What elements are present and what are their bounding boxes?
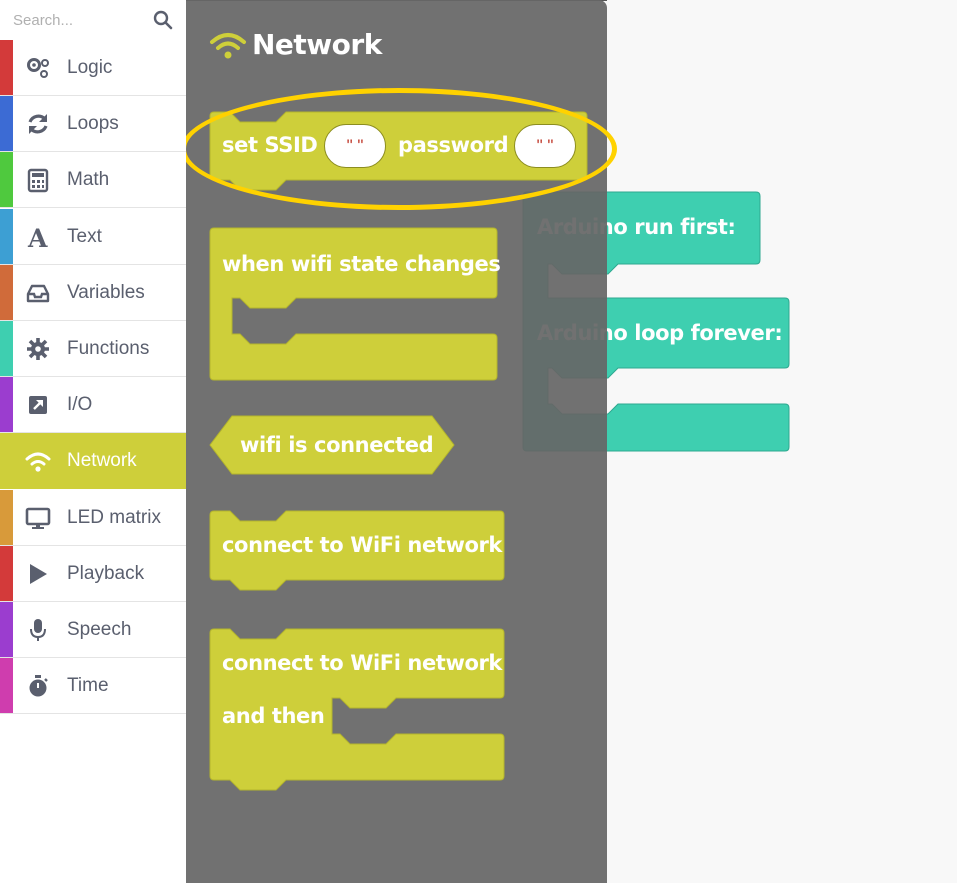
- and-then-label: and then: [222, 704, 325, 728]
- category-label: Math: [67, 169, 110, 191]
- category-color-bar: [0, 433, 13, 489]
- category-color-bar: [0, 264, 13, 320]
- calculator-icon: [27, 169, 49, 193]
- category-network[interactable]: Network: [0, 433, 186, 490]
- category-color-bar: [0, 545, 13, 601]
- inbox-icon: [26, 284, 50, 302]
- category-label: Text: [67, 225, 102, 247]
- wifi-is-connected-label: wifi is connected: [240, 433, 434, 457]
- connect-to-wifi-label: connect to WiFi network: [222, 533, 502, 557]
- svg-text:A: A: [27, 224, 48, 250]
- connect-to-wifi-block[interactable]: [209, 510, 505, 591]
- category-color-bar: [0, 602, 13, 657]
- category-speech[interactable]: Speech: [0, 602, 186, 658]
- connect-to-wifi-then-label: connect to WiFi network: [222, 651, 502, 675]
- category-variables[interactable]: Variables: [0, 264, 186, 321]
- category-label: Playback: [67, 562, 145, 584]
- wifi-icon: [210, 33, 246, 59]
- category-i-o[interactable]: I/O: [0, 377, 186, 434]
- highlight-ellipse: [181, 88, 617, 210]
- category-loops[interactable]: Loops: [0, 96, 186, 153]
- gears-icon: [27, 58, 49, 78]
- wifi-icon: [25, 452, 51, 472]
- category-math[interactable]: Math: [0, 152, 186, 209]
- category-functions[interactable]: Functions: [0, 321, 186, 377]
- category-playback[interactable]: Playback: [0, 545, 186, 602]
- microphone-icon: [30, 619, 46, 641]
- search-icon[interactable]: [153, 10, 173, 30]
- category-label: Variables: [67, 281, 145, 303]
- category-label: Functions: [67, 338, 150, 359]
- monitor-icon: [25, 507, 51, 529]
- category-label: Network: [67, 450, 137, 472]
- category-label: Loops: [67, 113, 119, 135]
- stopwatch-icon: [29, 675, 48, 697]
- category-led-matrix[interactable]: LED matrix: [0, 489, 186, 546]
- category-color-bar: [0, 152, 13, 208]
- when-wifi-state-changes-block[interactable]: [209, 227, 498, 381]
- category-label: LED matrix: [67, 506, 161, 528]
- refresh-icon: [28, 114, 48, 135]
- category-color-bar: [0, 377, 13, 433]
- category-color-bar: [0, 321, 13, 376]
- category-label: Logic: [67, 57, 113, 78]
- category-text[interactable]: A Text: [0, 208, 186, 265]
- category-color-bar: [0, 658, 13, 714]
- when-wifi-state-changes-label: when wifi state changes: [222, 252, 501, 276]
- category-label: Speech: [67, 619, 132, 640]
- category-label: Time: [67, 675, 109, 697]
- category-color-bar: [0, 208, 13, 264]
- io-arrow-icon: [29, 396, 47, 415]
- flyout-title: Network: [252, 28, 382, 61]
- play-icon: [30, 563, 47, 584]
- category-time[interactable]: Time: [0, 658, 186, 715]
- search-input[interactable]: [8, 8, 158, 32]
- category-logic[interactable]: Logic: [0, 40, 186, 96]
- wifi-is-connected-block[interactable]: [209, 415, 455, 475]
- search-bar: [0, 0, 186, 40]
- category-label: I/O: [67, 394, 93, 416]
- category-color-bar: [0, 489, 13, 545]
- gear-icon: [27, 338, 49, 360]
- category-color-bar: [0, 40, 13, 95]
- text-a-icon: A: [27, 224, 48, 250]
- category-color-bar: [0, 96, 13, 152]
- connect-to-wifi-and-then-block[interactable]: [209, 628, 505, 791]
